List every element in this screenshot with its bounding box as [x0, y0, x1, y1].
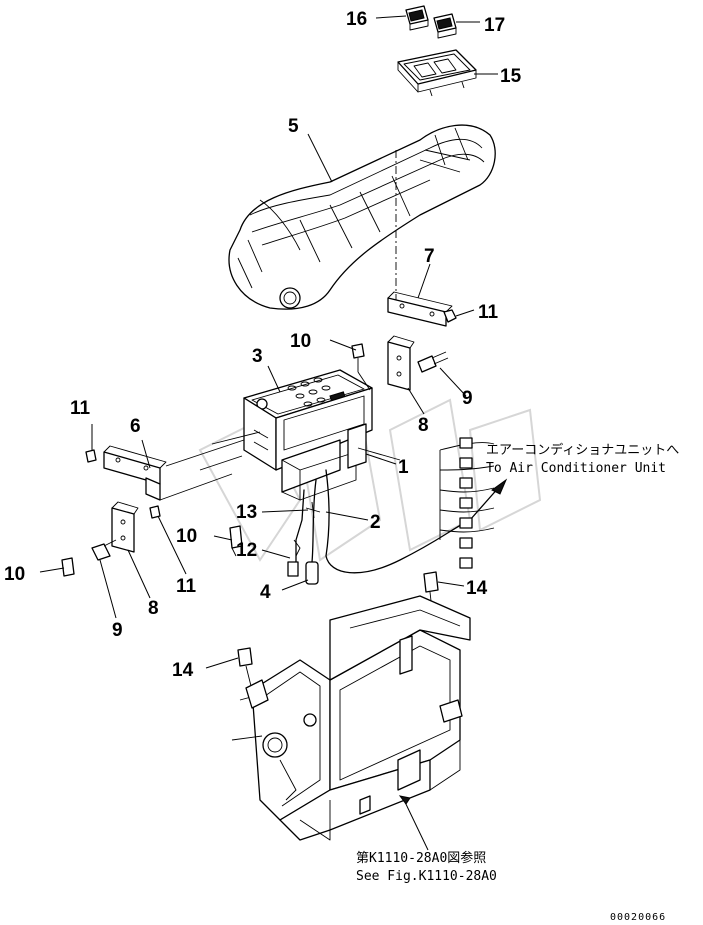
callout-10-middle: 10 — [176, 526, 197, 547]
bracket-7 — [387, 291, 453, 327]
bolt-10-top — [351, 343, 365, 372]
console-base-frame — [231, 595, 471, 841]
bolt-9-right — [417, 351, 449, 373]
clip-13 — [305, 501, 321, 519]
callout-6: 6 — [130, 416, 141, 437]
connector-column — [459, 437, 508, 569]
callout-8-upper: 8 — [418, 415, 429, 436]
callout-11-right: 11 — [478, 302, 499, 323]
note-aircon-jp: エアーコンディショナユニットへ — [486, 442, 679, 458]
switch-17 — [433, 13, 457, 39]
callout-7: 7 — [424, 246, 435, 267]
callout-labels: 16 17 15 5 7 11 10 3 9 8 1 2 13 12 4 11 … — [4, 9, 522, 681]
callout-15: 15 — [500, 66, 522, 87]
bracket-8-upper — [387, 335, 415, 391]
bracket-1 — [347, 423, 401, 469]
bracket-8-lower — [111, 501, 139, 553]
callout-3: 3 — [252, 346, 263, 367]
callout-10-top: 10 — [290, 331, 311, 352]
clip-11-right — [443, 309, 457, 323]
bolt-14-left — [237, 647, 253, 691]
callout-5: 5 — [288, 116, 299, 137]
callout-2: 2 — [370, 512, 381, 533]
callout-8-lower: 8 — [148, 598, 159, 619]
assembly-guides — [159, 150, 397, 501]
callout-12: 12 — [236, 540, 257, 561]
callout-14-right: 14 — [466, 578, 488, 599]
console-cover-5 — [228, 124, 496, 310]
callout-17: 17 — [484, 15, 505, 36]
note-ref-en: See Fig.K1110-28A0 — [356, 869, 497, 884]
bolt-10-lower — [61, 557, 75, 577]
note-ref-jp: 第K1110-28A0図参照 — [356, 850, 486, 866]
callout-1: 1 — [398, 457, 409, 478]
callout-4: 4 — [260, 582, 271, 603]
control-panel-3 — [243, 369, 373, 501]
clip-11-left — [85, 449, 97, 463]
note-aircon-en: To Air Conditioner Unit — [486, 461, 666, 476]
callout-16: 16 — [346, 9, 367, 30]
connector-4 — [305, 561, 319, 585]
switch-16 — [405, 5, 429, 31]
bolt-10-middle — [229, 525, 243, 557]
switch-panel-15 — [397, 49, 477, 97]
callout-9-lower: 9 — [112, 620, 123, 641]
callout-11-lower: 11 — [176, 576, 197, 597]
drawing-serial: 00020066 — [610, 912, 666, 923]
callout-10-lower: 10 — [4, 564, 25, 585]
callout-9-right: 9 — [462, 388, 473, 409]
clip-11-lower — [149, 505, 161, 519]
annotation-notes: エアーコンディショナユニットへ To Air Conditioner Unit … — [356, 442, 679, 884]
callout-14-left: 14 — [172, 660, 194, 681]
leader-lines — [39, 15, 498, 851]
callout-13: 13 — [236, 502, 257, 523]
bracket-6 — [103, 445, 167, 501]
callout-11-left: 11 — [70, 398, 91, 419]
clip-12 — [287, 539, 301, 577]
bolt-9-lower — [91, 539, 117, 561]
